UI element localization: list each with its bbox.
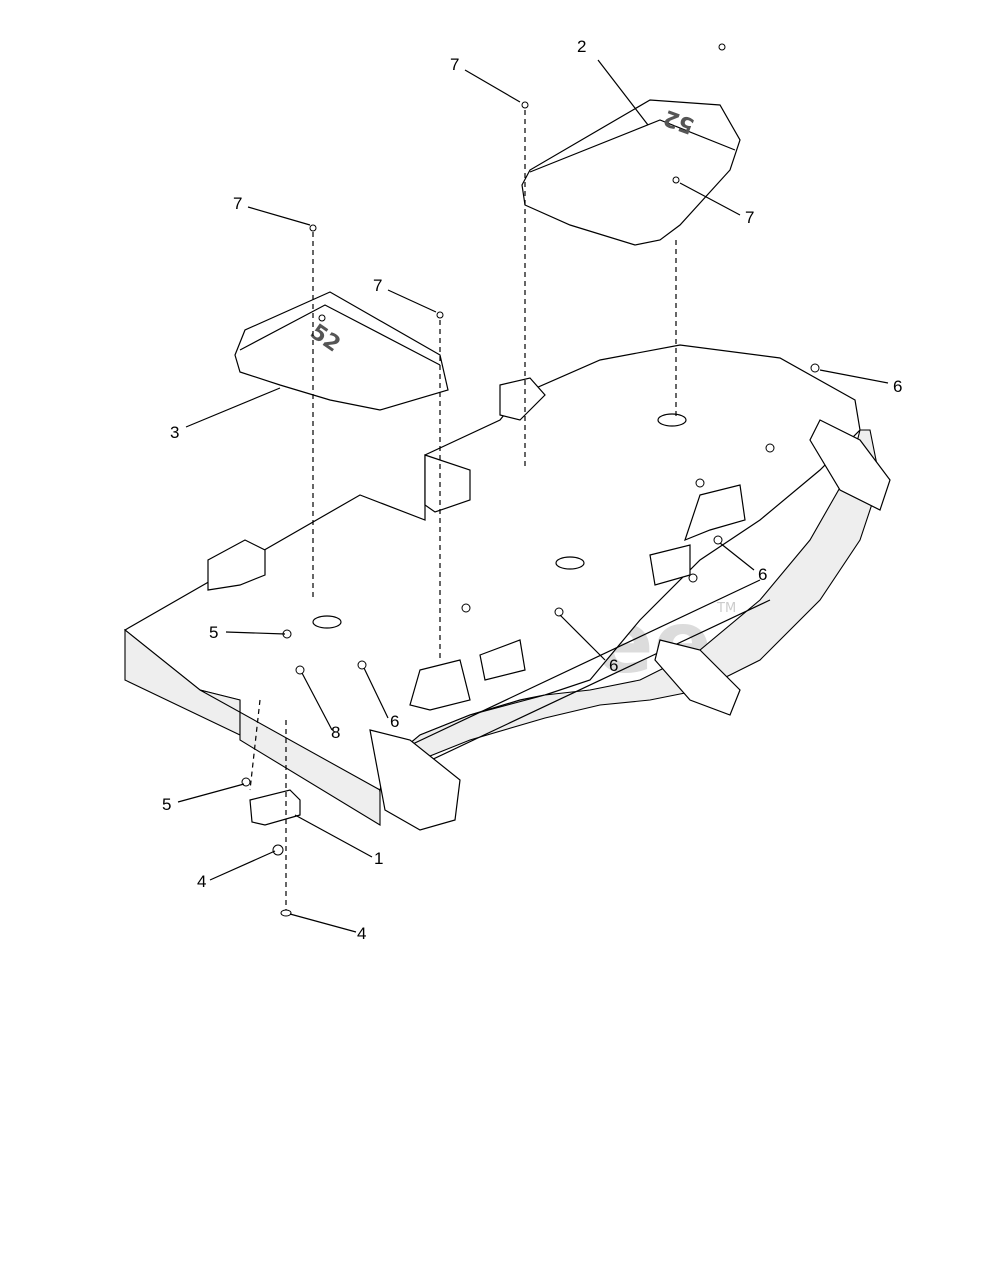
callout-5a: 5 <box>209 623 218 642</box>
callout-7b: 7 <box>233 194 242 213</box>
callout-4a: 4 <box>197 872 206 891</box>
callout-6b: 6 <box>758 565 767 584</box>
callout-7a: 7 <box>450 55 459 74</box>
callout-6c: 6 <box>609 656 618 675</box>
callout-6d: 6 <box>390 712 399 731</box>
belt-cover-right: 52 <box>521 99 741 246</box>
assembly-lines <box>249 110 677 910</box>
callout-4b: 4 <box>357 924 366 943</box>
part-1-bracket <box>249 789 301 826</box>
callout-8: 8 <box>331 723 340 742</box>
watermark-tm: TM <box>716 601 736 616</box>
callout-6a: 6 <box>893 377 902 396</box>
callout-1: 1 <box>374 849 383 868</box>
mower-deck <box>123 344 891 831</box>
callout-3: 3 <box>170 423 179 442</box>
leader-lines <box>177 59 889 933</box>
callouts: 2 7 7 7 7 6 3 6 6 5 6 8 5 1 4 4 <box>162 37 902 943</box>
callout-7c: 7 <box>373 276 382 295</box>
callout-2: 2 <box>577 37 586 56</box>
fasteners <box>241 43 820 917</box>
belt-cover-left: 52 <box>234 291 449 411</box>
callout-7d: 7 <box>745 208 754 227</box>
callout-5b: 5 <box>162 795 171 814</box>
